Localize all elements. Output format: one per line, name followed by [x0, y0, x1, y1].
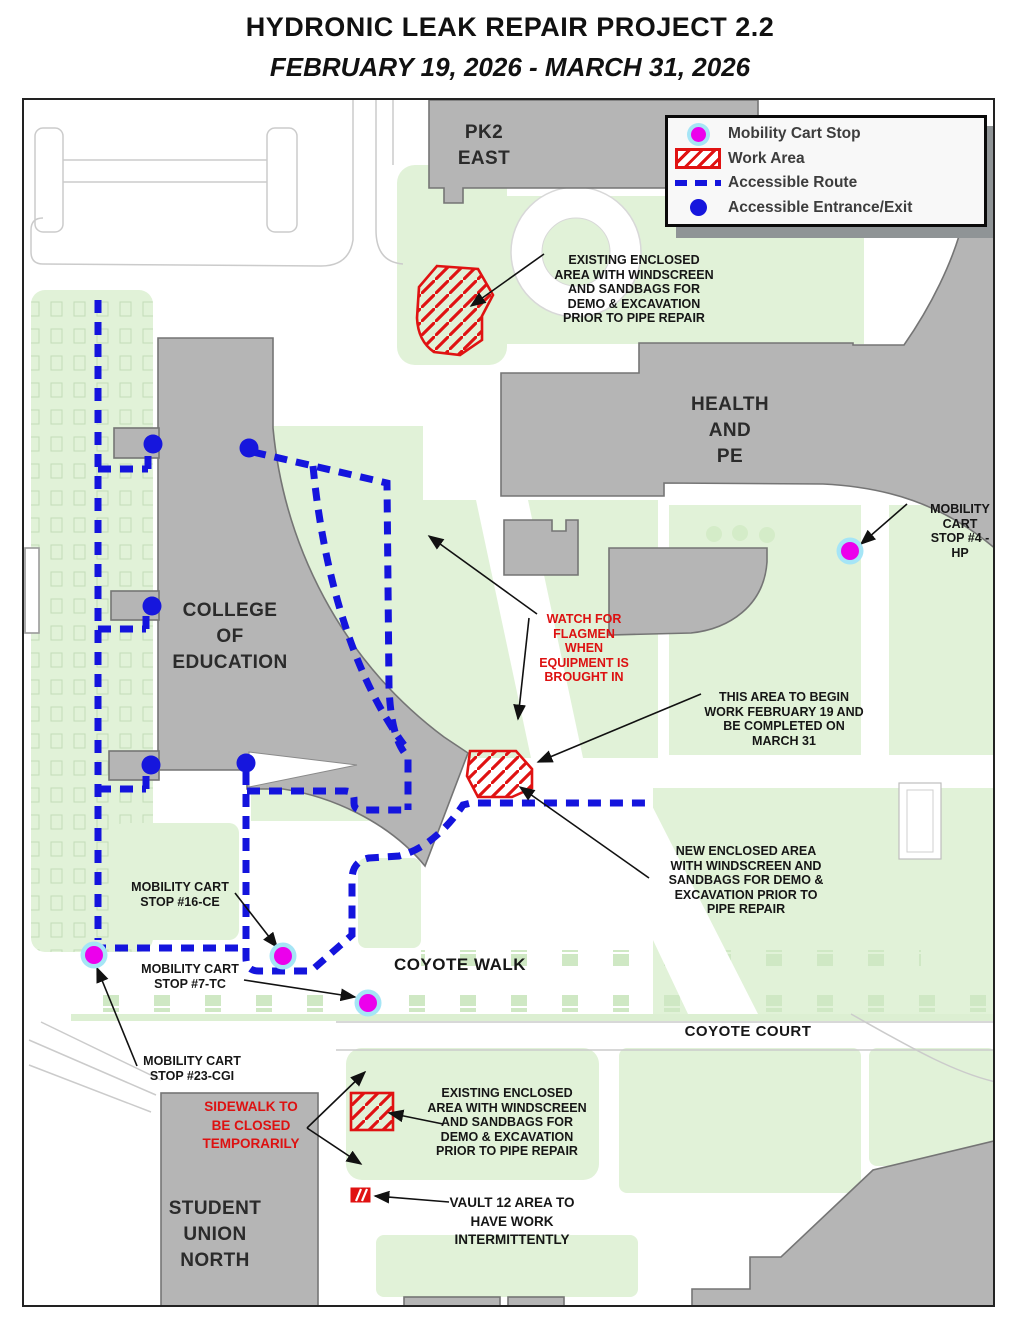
arrow-flagmen-down: [513, 617, 530, 721]
accessible-route-dashes-icon: [668, 180, 728, 187]
building-health-pe: [500, 227, 993, 548]
annotation-mobility-cart-stop-16: MOBILITY CART STOP #16-CE: [131, 880, 229, 909]
place-label-coyote-court: COYOTE COURT: [684, 1023, 812, 1040]
arrow-stop16: [234, 892, 278, 949]
annotation-new-enclosed: NEW ENCLOSED AREA WITH WINDSCREEN AND SA…: [668, 844, 824, 916]
legend-label: Accessible Route: [728, 174, 858, 192]
building-label-pk2-east: PK2 EAST: [457, 122, 511, 169]
page-subtitle: FEBRUARY 19, 2026 - MARCH 31, 2026: [269, 52, 751, 82]
entrance-dot: [239, 438, 259, 458]
arrow-new-enclosed: [518, 786, 650, 879]
legend-row-accessible-entrance: Accessible Entrance/Exit: [668, 196, 984, 220]
place-label-coyote-walk: COYOTE WALK: [393, 955, 527, 974]
mobility-cart-stop-markers: [80, 537, 864, 1017]
campus-map: PK2 EAST HEALTH AND PE COLLEGE OF EDUCAT…: [22, 98, 995, 1307]
annotation-this-area-schedule: THIS AREA TO BEGIN WORK FEBRUARY 19 AND …: [704, 690, 864, 748]
cart-stop-7-marker: [354, 989, 382, 1017]
legend-label: Accessible Entrance/Exit: [728, 198, 913, 216]
accessible-entrance-markers: [141, 434, 259, 775]
vault-12-work-area: [350, 1187, 371, 1203]
map-graphics: [24, 100, 993, 1305]
building-student-union-north: [160, 1092, 319, 1305]
legend-label: Work Area: [728, 149, 805, 167]
legend-row-mobility-cart-stop: Mobility Cart Stop: [668, 122, 984, 146]
annotation-vault-12: VAULT 12 AREA TO HAVE WORK INTERMITTENTL…: [449, 1195, 575, 1247]
arrow-existing-bottom: [387, 1109, 444, 1125]
annotation-mobility-cart-stop-4: MOBILITY CART STOP #4 - HP: [930, 502, 990, 560]
annotation-watch-for-flagmen: WATCH FOR FLAGMEN WHEN EQUIPMENT IS BROU…: [539, 612, 629, 684]
work-area-hatch-icon: [668, 148, 728, 170]
map-legend: Mobility Cart Stop Work Area Accessible …: [665, 115, 987, 227]
cart-stop-23-marker: [80, 941, 108, 969]
entrance-dot: [141, 755, 161, 775]
annotation-mobility-cart-stop-7: MOBILITY CART STOP #7-TC: [141, 962, 239, 991]
building-small-annex: [503, 519, 579, 576]
arrow-vault: [373, 1190, 450, 1204]
work-area-center: [465, 749, 534, 799]
page-title: HYDRONIC LEAK REPAIR PROJECT 2.2: [245, 12, 775, 42]
accessible-entrance-dot-icon: [668, 199, 728, 217]
entrance-dot: [142, 596, 162, 616]
entrance-dot: [236, 753, 256, 773]
building-bottom-right: [691, 1140, 993, 1305]
legend-label: Mobility Cart Stop: [728, 125, 861, 143]
arrow-sidewalk-down: [306, 1127, 363, 1165]
cart-stop-4-marker: [836, 537, 864, 565]
building-label-college-of-education: COLLEGE OF EDUCATION: [172, 600, 288, 673]
work-area-pk2: [415, 264, 495, 357]
legend-row-work-area: Work Area: [668, 147, 984, 171]
annotation-sidewalk-closed: SIDEWALK TO BE CLOSED TEMPORARILY: [202, 1099, 300, 1151]
building-curved-annex: [608, 547, 768, 636]
entrance-dot: [143, 434, 163, 454]
arrow-stop7: [243, 979, 357, 1002]
work-area-coyote: [349, 1091, 395, 1132]
arrow-flagmen-up: [427, 535, 538, 615]
arrow-stop23: [96, 966, 138, 1067]
building-label-health-pe: HEALTH AND PE: [690, 394, 770, 467]
mobility-cart-stop-icon: [668, 126, 728, 142]
arrow-this-area: [536, 693, 702, 763]
building-label-student-union-north: STUDENT UNION NORTH: [168, 1198, 262, 1271]
arrow-sidewalk-up: [306, 1070, 367, 1129]
walkway-paths: [476, 186, 942, 1014]
annotation-arrows: [96, 253, 908, 1204]
buildings: [24, 100, 993, 1305]
annotation-existing-enclosed-bottom: EXISTING ENCLOSED AREA WITH WINDSCREEN A…: [427, 1086, 587, 1158]
annotation-existing-enclosed-top: EXISTING ENCLOSED AREA WITH WINDSCREEN A…: [554, 253, 714, 325]
accessible-routes: [93, 300, 646, 975]
arrow-existing-top: [469, 253, 545, 307]
work-areas: [349, 264, 534, 1132]
annotation-mobility-cart-stop-23: MOBILITY CART STOP #23-CGI: [143, 1054, 241, 1083]
road-outlines: [28, 100, 993, 1113]
cart-stop-16-marker: [269, 942, 297, 970]
building-college-of-education: [157, 337, 469, 868]
arrow-stop4: [859, 503, 908, 546]
legend-row-accessible-route: Accessible Route: [668, 171, 984, 195]
